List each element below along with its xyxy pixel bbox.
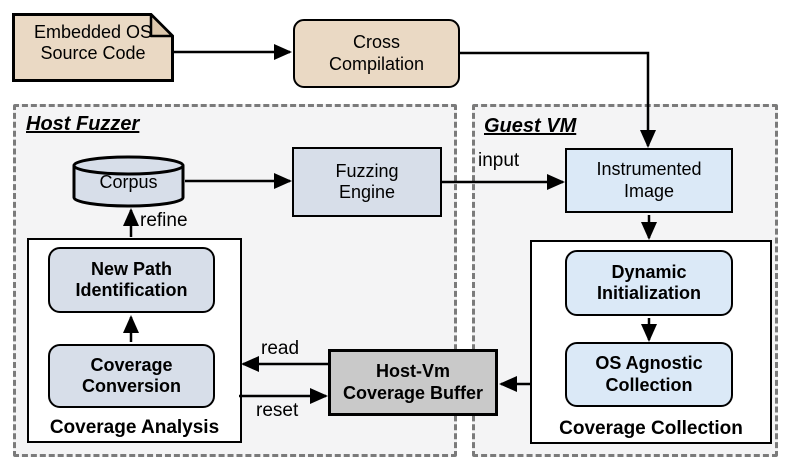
database-cylinder-icon (72, 155, 185, 208)
node-fuzzing-engine: Fuzzing Engine (292, 147, 442, 217)
embedded-os-label: Embedded OS Source Code (33, 22, 153, 64)
node-embedded-os-source-code: Embedded OS Source Code (12, 13, 174, 82)
edge-label-refine: refine (140, 210, 188, 231)
node-host-vm-coverage-buffer: Host-Vm Coverage Buffer (328, 349, 498, 416)
host-fuzzer-title: Host Fuzzer (26, 113, 140, 135)
edge-label-reset: reset (256, 400, 299, 421)
node-dynamic-initialization: Dynamic Initialization (565, 250, 733, 316)
node-corpus: Corpus (72, 155, 185, 208)
coverage-collection-label: Coverage Collection (559, 418, 743, 439)
arrow-compilation-to-image (460, 51, 656, 148)
guest-vm-title: Guest VM (484, 115, 577, 137)
edge-label-read: read (261, 338, 300, 359)
document-shape-icon (12, 13, 174, 82)
corpus-label: Corpus (99, 172, 158, 192)
node-new-path-identification: New Path Identification (48, 247, 215, 313)
node-instrumented-image: Instrumented Image (565, 148, 733, 213)
coverage-analysis-label: Coverage Analysis (49, 417, 220, 438)
node-os-agnostic-collection: OS Agnostic Collection (565, 342, 733, 407)
node-coverage-conversion: Coverage Conversion (48, 344, 215, 408)
node-cross-compilation: Cross Compilation (293, 19, 460, 88)
edge-label-input: input (478, 150, 520, 171)
